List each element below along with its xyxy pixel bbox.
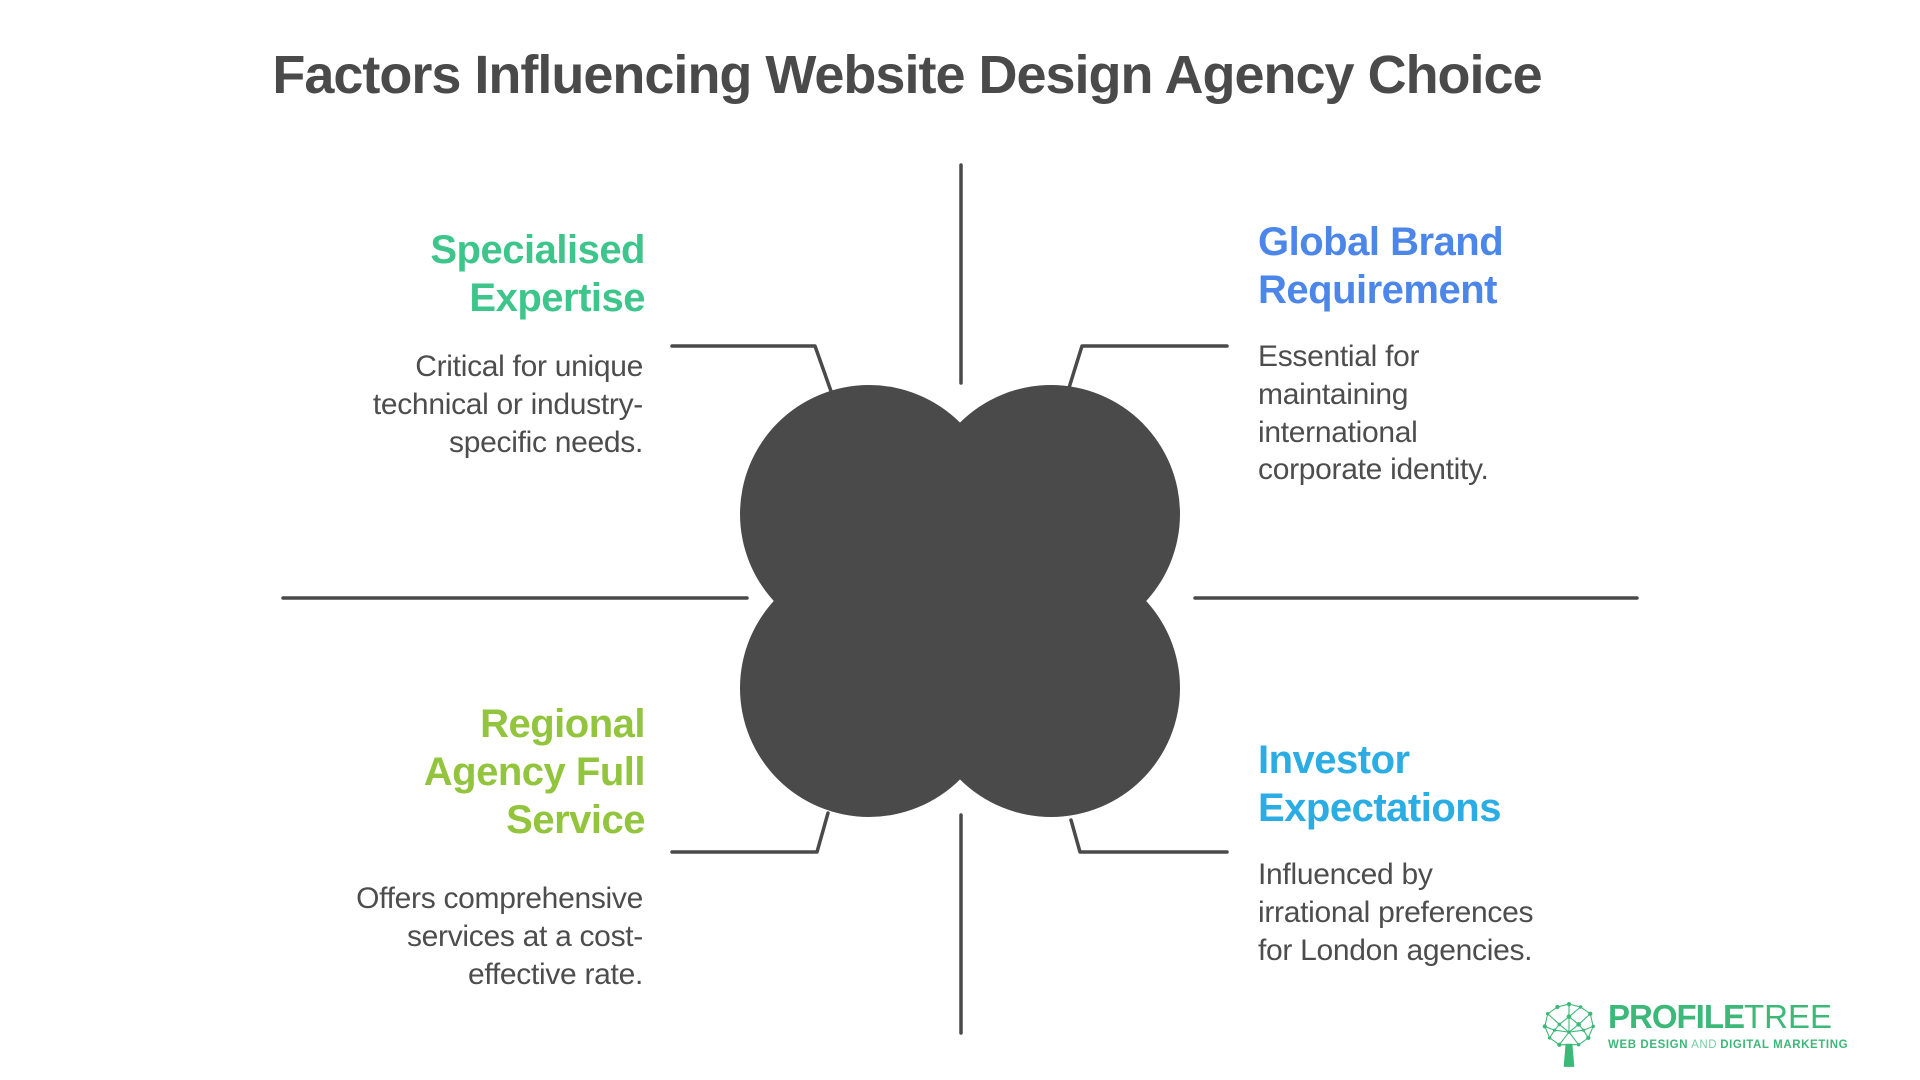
quadrant-top-left-description: Critical for unique technical or industr… xyxy=(372,350,643,459)
quadrant-bottom-right-description: Influenced by irrational preferences for… xyxy=(1258,858,1534,967)
quadrant-bottom-left-description: Offers comprehensive services at a cost-… xyxy=(356,882,643,991)
connector-lines xyxy=(281,163,1639,1035)
quadrant-top-right-description: Essential for maintaining international … xyxy=(1258,340,1489,487)
connector-top-right-elbow xyxy=(1066,344,1229,393)
quadrant-bottom-right-heading: Investor Expectations xyxy=(1258,738,1501,830)
tagline-web-design: WEB DESIGN xyxy=(1608,1038,1689,1051)
tree-canopy-mesh xyxy=(1542,1001,1595,1047)
center-clover-shape xyxy=(740,385,1180,817)
brand-wordmark-bold: PROFILE xyxy=(1608,998,1745,1035)
quadrant-top-left-heading: Specialised Expertise xyxy=(430,228,645,320)
connector-bottom-right-elbow xyxy=(1069,818,1229,854)
connector-bottom-left-elbow xyxy=(670,811,830,854)
quadrant-bottom-left-heading: Regional Agency Full Service xyxy=(423,702,646,842)
tree-trunk xyxy=(1563,1043,1575,1067)
page-title: Factors Influencing Website Design Agenc… xyxy=(272,45,1542,105)
connector-top-left-elbow xyxy=(670,344,834,396)
tagline-and: AND xyxy=(1691,1038,1718,1051)
quadrant-top-right-heading: Global Brand Requirement xyxy=(1258,220,1504,312)
tree-icon xyxy=(1542,1001,1595,1067)
tagline-digital-marketing: DIGITAL MARKETING xyxy=(1720,1038,1849,1051)
brand-wordmark-light: TREE xyxy=(1744,998,1833,1035)
brand-wordmark: PROFILETREE xyxy=(1608,998,1848,1035)
